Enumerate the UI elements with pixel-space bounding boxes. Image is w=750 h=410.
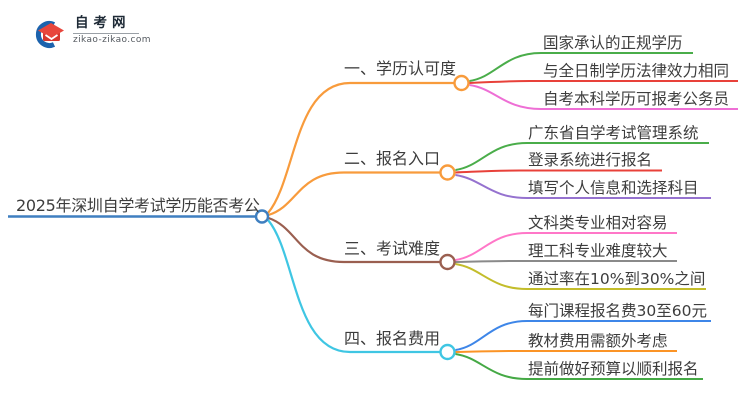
- branch-1-child-2-connector: [469, 80, 738, 84]
- branch-3-child-1-label[interactable]: 文科类专业相对容易: [528, 214, 668, 232]
- site-url: zikao-zikao.com: [73, 35, 151, 45]
- branch-1-child-1-connector: [469, 52, 693, 82]
- branch-4-child-2-label[interactable]: 教材费用需额外考虑: [528, 332, 668, 350]
- root-node-circle[interactable]: [254, 209, 270, 224]
- branch-2-connector: [268, 171, 440, 217]
- branch-1-label[interactable]: 一、学历认可度: [344, 59, 457, 78]
- branch-1-node-circle[interactable]: [453, 74, 470, 92]
- branch-1-connector: [267, 81, 454, 214]
- branch-4-child-3-connector: [455, 353, 703, 380]
- site-logo-text: 自考网 zikao-zikao.com: [73, 16, 151, 45]
- site-name: 自考网: [75, 15, 131, 31]
- branch-2-node-circle[interactable]: [439, 164, 456, 181]
- branch-4-child-1-connector: [455, 320, 711, 351]
- branch-1-child-1-label[interactable]: 国家承认的正规学历: [543, 34, 683, 52]
- branch-1-child-3-connector: [469, 84, 738, 110]
- root-node-label[interactable]: 2025年深圳自学考试学历能否考公: [16, 196, 260, 215]
- branch-2-child-2-connector: [455, 169, 662, 174]
- branch-3-connector: [268, 216, 440, 264]
- branch-4-child-3-label[interactable]: 提前做好预算以顺利报名: [528, 360, 699, 378]
- branch-3-child-2-connector: [455, 260, 677, 263]
- branch-2-child-1-connector: [455, 142, 709, 171]
- branch-4-connector: [267, 219, 440, 354]
- branch-4-child-2-connector: [455, 350, 677, 353]
- branch-2-child-2-label[interactable]: 登录系统进行报名: [528, 151, 653, 169]
- branch-4-child-1-label[interactable]: 每门课程报名费30至60元: [528, 302, 707, 320]
- branch-3-label[interactable]: 三、考试难度: [344, 239, 441, 258]
- logo-divider: [73, 33, 139, 34]
- branch-1-child-3-label[interactable]: 自考本科学历可报考公务员: [543, 90, 730, 108]
- branch-1-child-2-label[interactable]: 与全日制学历法律效力相同: [543, 62, 730, 80]
- branch-3-child-3-connector: [455, 263, 706, 290]
- branch-4-label[interactable]: 四、报名费用: [344, 329, 441, 348]
- branch-3-child-1-connector: [455, 232, 677, 261]
- branch-2-child-3-label[interactable]: 填写个人信息和选择科目: [528, 179, 699, 197]
- branch-2-child-1-label[interactable]: 广东省自学考试管理系统: [528, 124, 699, 142]
- site-logo[interactable]: 自考网 zikao-zikao.com: [33, 16, 151, 51]
- branch-3-child-2-label[interactable]: 理工科专业难度较大: [528, 242, 668, 260]
- branch-2-label[interactable]: 二、报名入口: [344, 149, 441, 168]
- graduation-cap-logo-icon: [35, 21, 64, 48]
- branch-4-node-circle[interactable]: [439, 343, 456, 361]
- branch-3-child-3-label[interactable]: 通过率在10%到30%之间: [528, 270, 706, 288]
- branch-2-child-3-connector: [455, 174, 711, 199]
- branch-3-node-circle[interactable]: [439, 253, 456, 271]
